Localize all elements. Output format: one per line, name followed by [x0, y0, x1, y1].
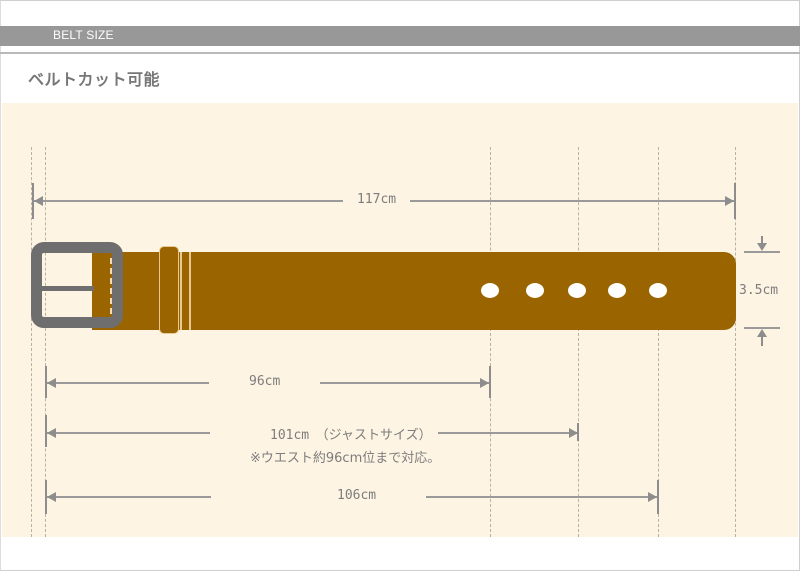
belt-hole-1 — [481, 283, 499, 298]
arrow-up-icon — [757, 329, 767, 337]
guide-line-hole-1 — [490, 147, 491, 537]
belt-strap — [92, 252, 736, 330]
dim-tick — [45, 480, 47, 514]
guide-line-belt-end — [735, 147, 736, 537]
belt-width-label: 3.5cm — [739, 283, 779, 298]
keeper-edge-line — [180, 252, 182, 330]
arrow-down-icon — [757, 243, 767, 251]
buckle-prong — [42, 286, 94, 291]
guide-line-hole-3 — [578, 147, 579, 537]
keeper-edge-line — [189, 252, 191, 330]
measure-label-106: 106cm — [211, 488, 427, 503]
total-length-label: 117cm — [343, 192, 411, 207]
dim-tick — [734, 183, 736, 219]
arrow-left-icon — [47, 428, 56, 438]
dim-tick — [761, 336, 763, 346]
arrow-left-icon — [47, 378, 56, 388]
dim-tick — [45, 366, 47, 398]
measure-label-96: 96cm — [209, 374, 321, 389]
belt-hole-3 — [568, 283, 586, 298]
width-dim-top-line — [744, 251, 780, 253]
arrow-left-icon — [47, 492, 56, 502]
dim-tick — [761, 236, 763, 246]
dim-tick — [45, 415, 47, 447]
width-dim-bottom-line — [744, 327, 780, 329]
belt-hole-4 — [608, 283, 626, 298]
header-divider — [0, 52, 800, 54]
guide-line-hole-5 — [658, 147, 659, 537]
waist-fit-note: ※ウエスト約96cm位まで対応。 — [250, 451, 441, 466]
section-header-bar: BELT SIZE — [0, 26, 800, 46]
buckle-icon — [31, 242, 123, 328]
arrow-right-icon — [480, 378, 489, 388]
guide-line-buckle-prong — [45, 147, 46, 537]
belt-stitching — [110, 258, 112, 324]
arrow-right-icon — [648, 492, 657, 502]
arrow-left-icon — [34, 196, 43, 206]
belt-cut-note: ベルトカット可能 — [28, 70, 161, 89]
arrow-right-icon — [725, 196, 734, 206]
belt-hole-5 — [649, 283, 667, 298]
arrow-right-icon — [569, 428, 578, 438]
dim-tick — [657, 480, 659, 514]
dim-tick — [489, 366, 491, 398]
belt-hole-2 — [526, 283, 544, 298]
dim-tick — [32, 183, 34, 219]
belt-keeper-loop — [160, 247, 178, 333]
dim-tick — [577, 423, 579, 441]
measure-label-101: 101cm （ジャストサイズ） — [210, 424, 438, 443]
section-title: BELT SIZE — [53, 28, 114, 42]
guide-line-buckle-edge — [31, 147, 32, 537]
